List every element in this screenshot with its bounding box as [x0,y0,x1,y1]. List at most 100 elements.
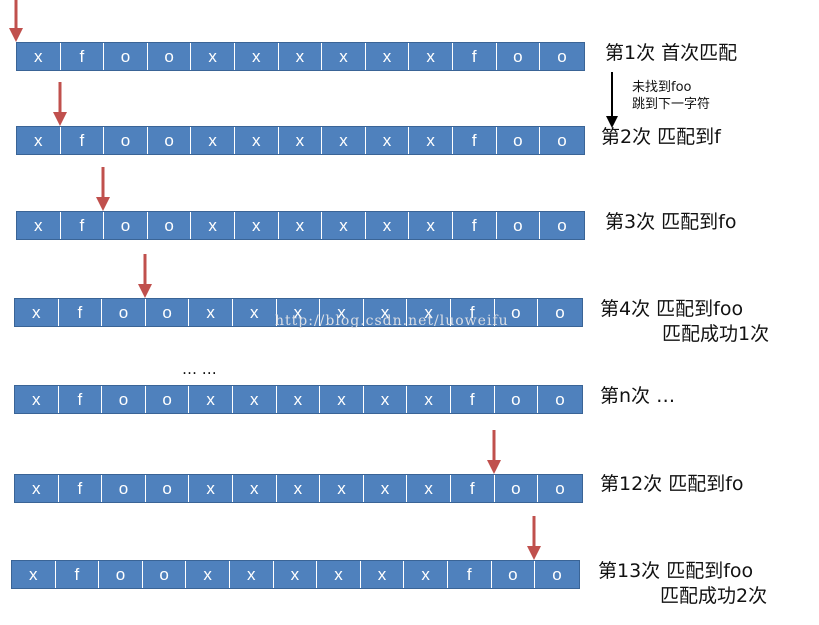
char-cell: x [320,475,364,502]
char-cell: x [12,561,56,588]
step-label-text: 第13次 匹配到foo [598,560,754,582]
step-label-text: 第1次 首次匹配 [605,42,738,64]
char-cell: o [104,127,148,154]
char-cell: f [61,212,105,239]
step-label-text: 第12次 匹配到fo [600,473,744,495]
char-cell: o [497,43,541,70]
char-cell: x [404,561,448,588]
char-cell: o [557,215,567,235]
char-cell: x [279,43,323,70]
note-line-1: 未找到foo [632,80,692,95]
step-sublabel: 匹配成功2次 [660,585,768,607]
char-cell: x [277,386,321,413]
transition-note: 未找到foo 跳到下一字符 [632,79,710,113]
ellipsis: … … [182,360,217,378]
char-cell: x [322,212,366,239]
char-cell: o [557,46,567,66]
pointer-arrow-icon [9,0,23,42]
step-label-5: 第n次 … [600,384,675,409]
char-cell: f [453,212,497,239]
step-label-text: 第n次 … [600,385,676,407]
char-cell: x [407,475,451,502]
char-cell: f [448,561,492,588]
char-cell: x [15,386,59,413]
char-cell: x [233,299,277,326]
char-cell: o [495,299,539,326]
char-cell: x [279,127,323,154]
char-cell: f [453,43,497,70]
char-cell: f [61,43,105,70]
char-cell: o [148,43,192,70]
char-cell: o [555,478,565,498]
char-cell: x [322,43,366,70]
char-cell: f [59,299,103,326]
char-cell: x [17,212,61,239]
char-cell: o [102,386,146,413]
step-label-text: 第3次 匹配到fo [605,211,737,233]
watermark: http://blog.csdn.net/luoweifu [275,313,509,329]
char-cell: o [555,302,565,322]
step-label-1: 第1次 首次匹配 [605,41,737,66]
char-cell: o [143,561,187,588]
char-cell: f [59,475,103,502]
char-cell: x [235,212,279,239]
char-cell: x [189,475,233,502]
char-cell: x [366,43,410,70]
step-sublabel: 匹配成功1次 [662,323,770,345]
char-cell: x [279,212,323,239]
char-cell: x [366,212,410,239]
char-cell: x [15,475,59,502]
char-cell: o [146,299,190,326]
char-cell: x [317,561,361,588]
step-label-2: 第2次 匹配到f [601,125,721,150]
char-cell: x [364,386,408,413]
char-cell: x [191,127,235,154]
char-cell: x [15,299,59,326]
char-cell: o [552,564,562,584]
step-label-4: 第4次 匹配到foo 匹配成功1次 [600,297,769,347]
step-label-text: 第2次 匹配到f [601,126,721,148]
pointer-arrow-icon [96,167,111,211]
char-cell: o [104,43,148,70]
char-cell: x [191,43,235,70]
char-cell: x [189,299,233,326]
char-cell: x [230,561,274,588]
pointer-arrow-icon [137,254,152,298]
step-label-text: 第4次 匹配到foo [600,298,744,320]
step-label-7: 第13次 匹配到foo 匹配成功2次 [598,559,767,609]
char-cell: f [451,475,495,502]
char-cell: o [148,212,192,239]
char-cell: x [235,127,279,154]
char-cell: o [497,212,541,239]
char-cell: o [495,475,539,502]
char-cell: x [407,299,451,326]
note-line-2: 跳到下一字符 [632,97,711,112]
char-cell: x [191,212,235,239]
step-label-6: 第12次 匹配到fo [600,472,744,497]
char-cell: o [146,386,190,413]
char-cell: x [320,386,364,413]
char-cell: x [277,299,321,326]
char-cell: x [409,127,453,154]
char-cell: o [497,127,541,154]
char-cell: x [186,561,230,588]
char-cell: x [364,299,408,326]
char-cell: x [274,561,318,588]
char-cell: f [453,127,497,154]
char-cell: x [235,43,279,70]
char-cell: x [366,127,410,154]
char-cell: f [451,386,495,413]
char-cell: f [59,386,103,413]
char-cell: f [56,561,100,588]
char-cell: o [102,299,146,326]
char-cell: o [102,475,146,502]
step-label-3: 第3次 匹配到fo [605,210,736,235]
pointer-arrow-icon [486,430,501,474]
char-cell: o [99,561,143,588]
